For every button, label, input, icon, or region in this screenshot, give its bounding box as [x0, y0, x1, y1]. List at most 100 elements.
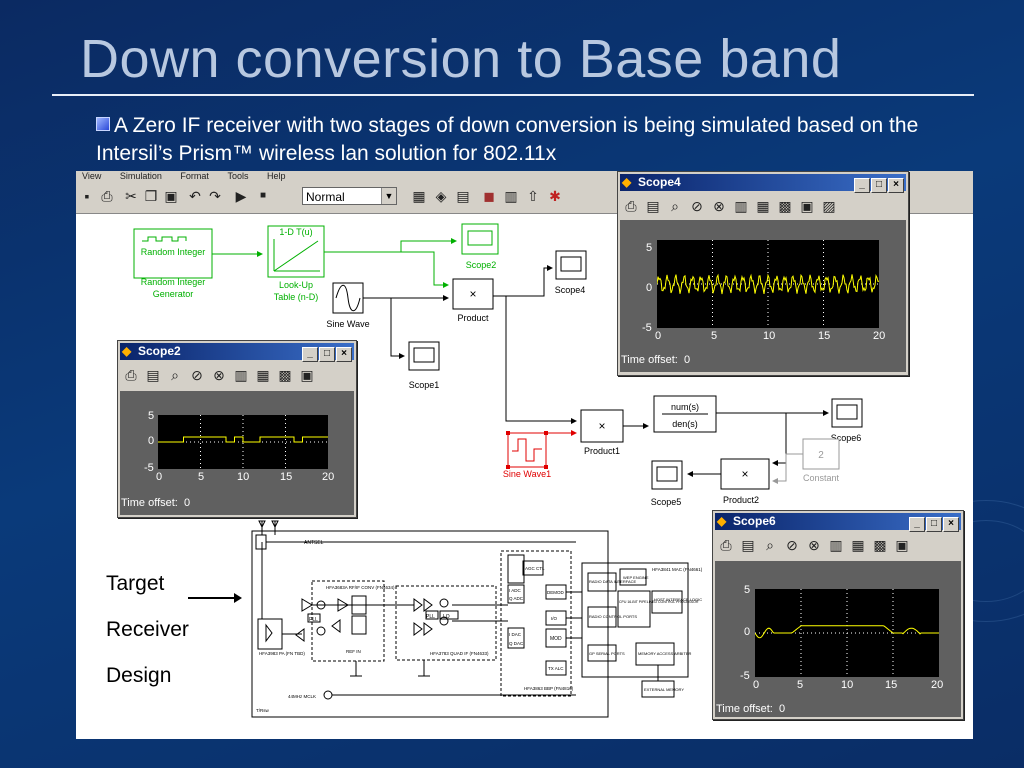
menu-format[interactable]: Format	[180, 171, 209, 181]
zoom-y-icon[interactable]: ⊗	[808, 537, 820, 553]
model-browser-icon[interactable]: ▥	[504, 188, 518, 204]
scope6-block-label: Scope6	[831, 433, 862, 443]
bullet-square-icon	[96, 117, 110, 131]
paste-icon[interactable]: ▣	[164, 188, 178, 204]
transfer-function-block[interactable]: num(s) den(s)	[653, 395, 717, 433]
restore-axes-icon[interactable]: ▩	[873, 537, 887, 553]
scope5-block[interactable]: Scope5	[651, 460, 683, 507]
lookup-table-block[interactable]: 1-D T(u) Look-Up Table (n-D)	[267, 225, 325, 302]
zoom-icon[interactable]: ⌕	[766, 537, 774, 553]
constant-block[interactable]: 2 Constant	[802, 438, 840, 483]
zoom-x-icon[interactable]: ⊘	[691, 198, 703, 214]
autoscale-icon[interactable]: ▥	[829, 537, 843, 553]
scope2-block-label: Scope2	[466, 260, 497, 270]
txalc-label: TX ALC	[548, 666, 564, 671]
print-icon[interactable]: ⎙	[125, 367, 137, 383]
scope2-titlebar[interactable]: ◆ Scope2 _□×	[120, 343, 354, 362]
menu-simulation[interactable]: Simulation	[119, 171, 162, 181]
mod-label: MOD	[550, 636, 562, 642]
menu-view[interactable]: View	[82, 171, 102, 181]
scope2-xtick: 15	[280, 471, 293, 483]
maximize-button[interactable]: □	[319, 347, 335, 362]
cut-icon[interactable]: ✂	[125, 188, 137, 204]
save-axes-icon[interactable]: ▦	[851, 537, 865, 553]
scope1-block-label: Scope1	[409, 380, 440, 390]
maximize-button[interactable]: □	[871, 178, 887, 193]
stop-simulation-icon[interactable]: ■	[259, 190, 267, 201]
product2-block[interactable]: × Product2	[720, 458, 770, 505]
build-subsystem-icon[interactable]: ▤	[456, 188, 470, 204]
idac-label: I DAC	[509, 632, 522, 637]
qadc-label: Q ADC	[509, 596, 524, 601]
library-browser-icon[interactable]: ◼	[483, 188, 495, 204]
maximize-button[interactable]: □	[926, 517, 942, 532]
start-simulation-icon[interactable]: ▶	[235, 188, 247, 204]
parameters-icon[interactable]: ▤	[646, 198, 660, 214]
scope6-ytick: -5	[740, 670, 750, 682]
zoom-x-icon[interactable]: ⊘	[786, 537, 798, 553]
parameters-icon[interactable]: ▤	[146, 367, 160, 383]
scope4-plot	[657, 240, 879, 328]
close-button[interactable]: ×	[888, 178, 904, 193]
constant-value: 2	[818, 450, 824, 461]
zoom-y-icon[interactable]: ⊗	[713, 198, 725, 214]
scope4-titlebar[interactable]: ◆ Scope4 _□×	[620, 174, 906, 193]
floating-scope-icon[interactable]: ▣	[300, 367, 314, 383]
simulation-mode-select[interactable]: Normal▼	[302, 187, 397, 205]
menu-tools[interactable]: Tools	[227, 171, 249, 181]
save-icon[interactable]: ▪	[84, 188, 90, 204]
menu-help[interactable]: Help	[266, 171, 286, 181]
build-icon[interactable]: ▦	[412, 188, 426, 204]
close-button[interactable]: ×	[336, 347, 352, 362]
floating-scope-icon[interactable]: ▣	[800, 198, 814, 214]
time-offset-value: 0	[183, 497, 191, 509]
scope1-block[interactable]: Scope1	[408, 341, 440, 390]
autoscale-icon[interactable]: ▥	[734, 198, 748, 214]
sine-wave-block[interactable]: Sine Wave	[326, 282, 370, 329]
sine-wave1-block[interactable]: Sine Wave1	[503, 431, 551, 479]
parameters-icon[interactable]: ▤	[741, 537, 755, 553]
zoom-y-icon[interactable]: ⊗	[213, 367, 225, 383]
restore-axes-icon[interactable]: ▩	[278, 367, 292, 383]
minimize-button[interactable]: _	[302, 347, 318, 362]
scope6-titlebar[interactable]: ◆ Scope6 _□×	[715, 513, 961, 532]
scope2-block[interactable]: Scope2	[461, 223, 499, 270]
product-block[interactable]: × Product	[452, 278, 494, 323]
scope4-block[interactable]: Scope4	[555, 250, 587, 295]
random-integer-block[interactable]: Random Integer Random Integer Generator	[133, 228, 213, 299]
scope2-xtick: 0	[156, 471, 163, 483]
restore-axes-icon[interactable]: ▩	[778, 198, 792, 214]
target-label: Target	[106, 572, 165, 595]
save-axes-icon[interactable]: ▦	[256, 367, 270, 383]
trsw-label: T/Rsw	[256, 708, 269, 713]
autoscale-icon[interactable]: ▥	[234, 367, 248, 383]
chevron-down-icon[interactable]: ▼	[381, 188, 396, 204]
redo-icon[interactable]: ↷	[209, 188, 221, 204]
window-controls: _□×	[301, 344, 352, 362]
scope6-xtick: 5	[797, 679, 804, 691]
debug-icon[interactable]: ✱	[549, 188, 561, 204]
print-icon[interactable]: ⎙	[625, 198, 637, 214]
zoom-icon[interactable]: ⌕	[171, 367, 179, 383]
print-icon[interactable]: ⎙	[101, 188, 113, 204]
zoom-icon[interactable]: ⌕	[671, 198, 679, 214]
minimize-button[interactable]: _	[909, 517, 925, 532]
scope6-block[interactable]: Scope6	[831, 398, 863, 443]
block-diagram: Random Integer Random Integer Generator …	[133, 223, 863, 718]
floating-scope-icon[interactable]: ▣	[895, 537, 909, 553]
go-to-parent-icon[interactable]: ⇧	[527, 188, 539, 204]
sine-wave1-label: Sine Wave1	[503, 469, 551, 479]
bullet-text: A Zero IF receiver with two stages of do…	[96, 114, 919, 165]
copy-icon[interactable]: ❐	[144, 188, 158, 204]
close-button[interactable]: ×	[943, 517, 959, 532]
product1-block[interactable]: × Product1	[580, 409, 624, 456]
signal-selection-icon[interactable]: ▨	[822, 198, 836, 214]
zoom-x-icon[interactable]: ⊘	[191, 367, 203, 383]
minimize-button[interactable]: _	[854, 178, 870, 193]
update-diagram-icon[interactable]: ◈	[435, 188, 447, 204]
undo-icon[interactable]: ↶	[189, 188, 201, 204]
pll-label: PLL	[309, 617, 318, 623]
save-axes-icon[interactable]: ▦	[756, 198, 770, 214]
scope6-ytick: 5	[744, 584, 751, 596]
print-icon[interactable]: ⎙	[720, 537, 732, 553]
